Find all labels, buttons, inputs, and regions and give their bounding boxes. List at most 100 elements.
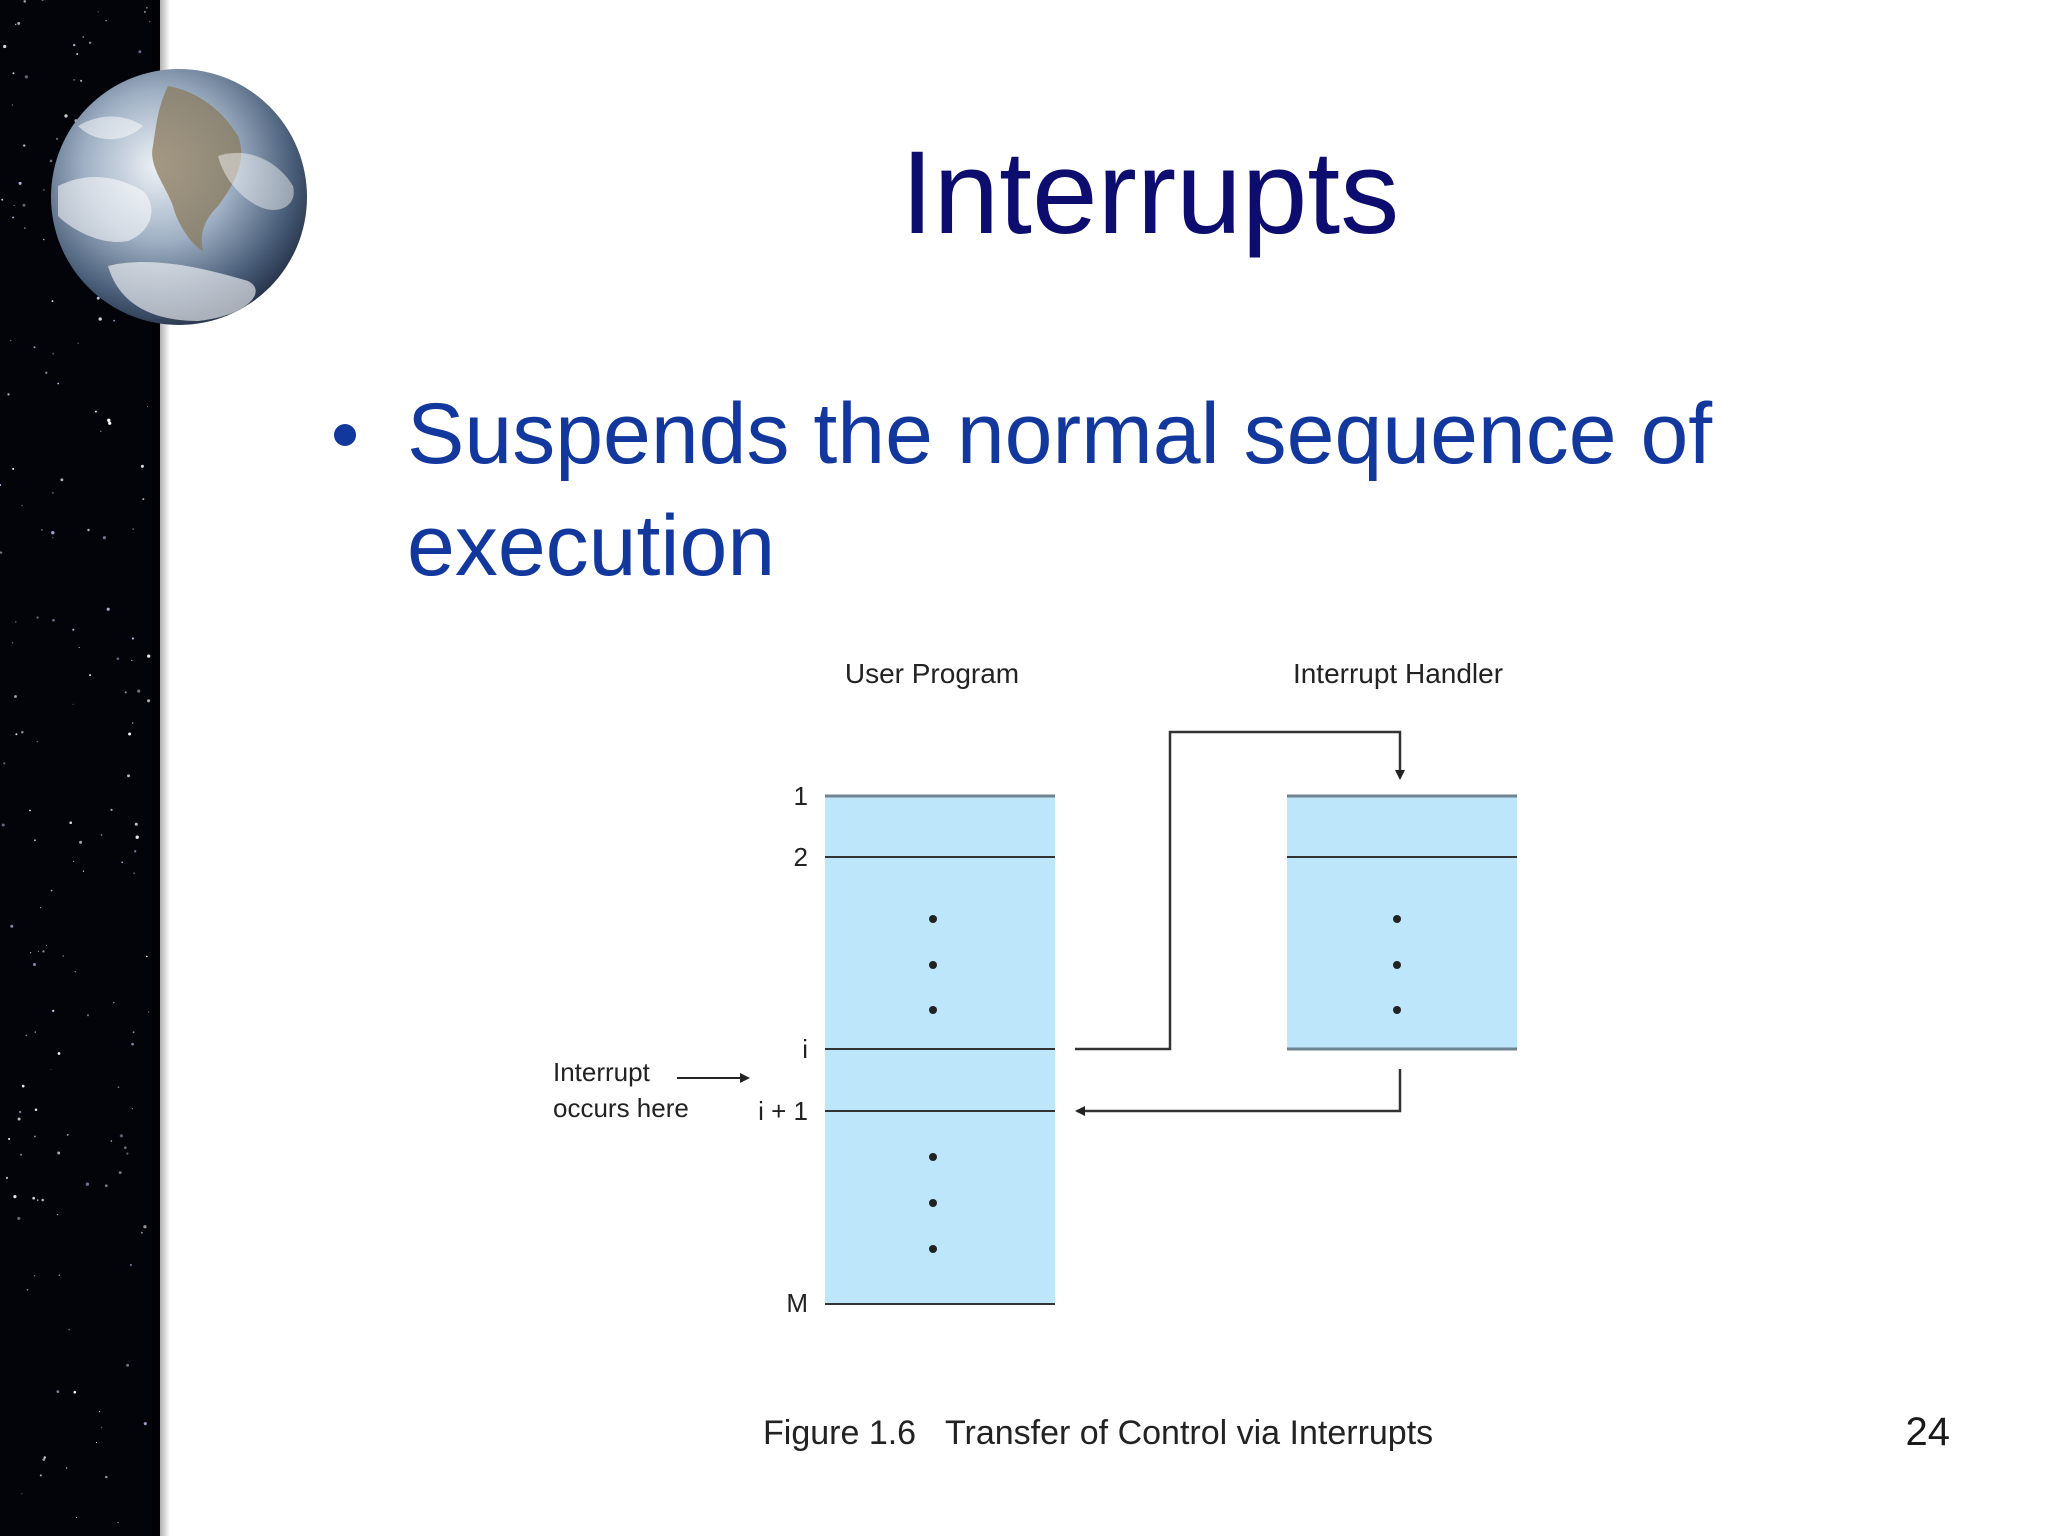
star <box>105 1475 108 1479</box>
star <box>98 1410 101 1413</box>
star <box>50 1069 52 1071</box>
star <box>97 11 99 13</box>
bullet-dot-icon <box>334 424 356 446</box>
star <box>14 23 17 26</box>
star <box>143 1422 147 1426</box>
bullet-text: Suspends the normal sequence of executio… <box>407 386 1713 594</box>
star <box>17 1216 21 1220</box>
star <box>62 955 65 957</box>
star <box>32 962 37 967</box>
star <box>127 774 130 778</box>
earth-globe-image <box>51 69 307 325</box>
star <box>34 1135 36 1138</box>
star <box>18 181 22 185</box>
star <box>49 159 53 163</box>
star <box>45 944 48 946</box>
star <box>88 41 92 45</box>
star <box>37 950 40 953</box>
star <box>3 44 7 49</box>
star <box>23 0 26 3</box>
slide-title: Interrupts <box>900 127 1400 259</box>
star <box>133 872 135 874</box>
star <box>14 695 17 698</box>
star <box>10 924 14 928</box>
star <box>73 1390 77 1394</box>
star <box>43 1456 47 1459</box>
label-m: M <box>786 1288 808 1318</box>
star <box>52 352 55 355</box>
star <box>24 75 29 79</box>
star <box>12 642 14 644</box>
star <box>52 537 54 539</box>
star <box>42 950 45 953</box>
star <box>1 198 4 201</box>
star <box>12 467 15 470</box>
star <box>18 1110 22 1114</box>
star <box>131 637 134 640</box>
star <box>79 840 83 844</box>
star <box>77 342 79 344</box>
star <box>41 0 44 2</box>
star <box>123 1146 127 1150</box>
star <box>128 732 132 736</box>
star <box>94 410 97 413</box>
star <box>15 733 18 736</box>
star <box>119 1134 123 1138</box>
star <box>17 21 21 25</box>
star <box>68 1329 70 1331</box>
star <box>98 317 102 321</box>
star <box>40 907 42 909</box>
user-ellipsis-top <box>929 915 937 1014</box>
star <box>124 691 127 694</box>
star <box>146 955 148 958</box>
star <box>147 1011 150 1013</box>
star <box>121 861 124 864</box>
bullet-item: Suspends the normal sequence of executio… <box>322 378 1822 602</box>
star <box>147 699 151 703</box>
star <box>131 1108 133 1110</box>
star <box>39 1474 42 1477</box>
star <box>129 1263 132 1266</box>
star <box>100 430 102 432</box>
star <box>116 657 120 661</box>
star <box>107 418 111 422</box>
star <box>149 21 151 23</box>
star <box>110 1140 113 1142</box>
interrupt-handler-box <box>1287 796 1517 1049</box>
figure-caption-number: Figure 1.6 <box>763 1414 916 1452</box>
star <box>95 1441 98 1444</box>
label-i-plus-1: i + 1 <box>758 1096 808 1126</box>
star <box>45 371 48 374</box>
star <box>137 689 141 693</box>
star <box>143 1225 147 1229</box>
star <box>75 1516 77 1519</box>
star <box>87 528 90 532</box>
star <box>110 808 113 812</box>
star <box>117 1086 120 1089</box>
star <box>85 1182 90 1186</box>
star <box>146 406 149 408</box>
star <box>73 79 75 81</box>
star <box>21 730 24 734</box>
return-to-program-arrow <box>1075 1069 1402 1116</box>
star <box>60 478 64 482</box>
star <box>11 104 14 106</box>
star <box>126 1152 129 1155</box>
star <box>126 1363 130 1367</box>
star <box>143 10 146 13</box>
star <box>104 1184 108 1188</box>
star <box>52 492 54 494</box>
star <box>69 821 73 825</box>
star <box>78 646 80 649</box>
star <box>146 7 148 9</box>
star <box>21 504 23 507</box>
star <box>12 216 15 219</box>
star <box>138 50 142 54</box>
star <box>55 137 59 141</box>
star <box>25 1034 28 1037</box>
star <box>52 618 55 622</box>
star <box>24 227 26 229</box>
label-2: 2 <box>794 842 808 872</box>
star <box>74 971 76 973</box>
star <box>20 1153 22 1156</box>
